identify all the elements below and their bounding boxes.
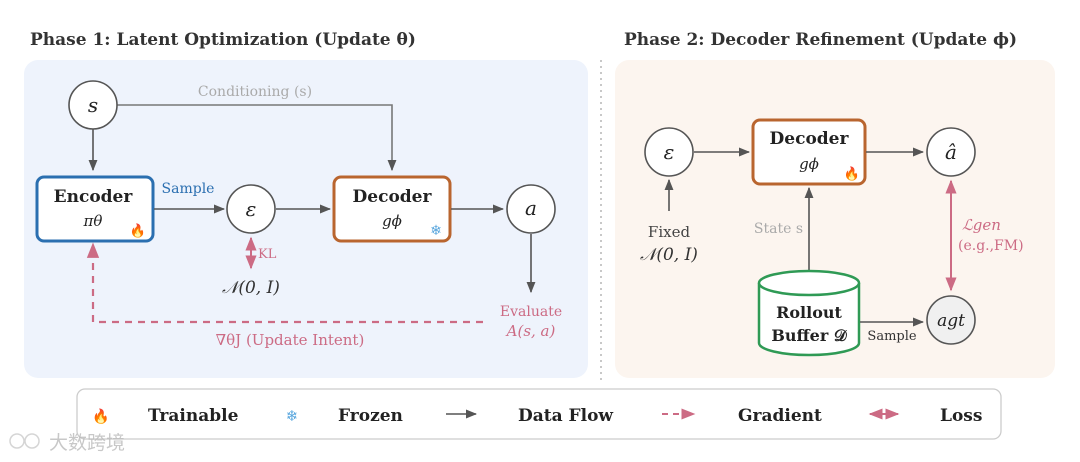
state-node <box>68 80 118 130</box>
ground-truth-action-label: agt <box>937 311 965 331</box>
conditioning-label: Conditioning (s) <box>198 84 312 100</box>
phase1-panel <box>24 60 588 378</box>
kl-label: KL <box>258 247 277 262</box>
decoder-snowflake-icon: ❄ <box>430 223 442 239</box>
predicted-action-label: â <box>945 140 957 164</box>
p2-latent-node-label: ε <box>664 140 675 164</box>
gradient-label: ∇θJ (Update Intent) <box>216 331 365 349</box>
phase2-title: Phase 2: Decoder Refinement (Update ϕ) <box>624 30 1017 50</box>
legend-trainable: Trainable <box>148 406 239 426</box>
legend-frozen: Frozen <box>338 406 403 426</box>
decoder-box <box>332 175 452 243</box>
legend-data-flow: Data Flow <box>518 406 613 426</box>
legend-loss: Loss <box>940 406 982 426</box>
evaluate-label: Evaluate <box>500 304 562 320</box>
fixed-label: Fixed <box>648 223 691 241</box>
legend-box <box>76 388 1002 440</box>
encoder-fire-icon: 🔥 <box>130 223 146 239</box>
encoder-title: Encoder <box>54 187 134 207</box>
gradient-arrow <box>86 242 483 324</box>
action-node-label: a <box>525 196 537 220</box>
phase1-title: Phase 1: Latent Optimization (Update θ) <box>30 30 416 50</box>
buffer-line2: Buffer 𝒟 <box>771 326 847 345</box>
gen-loss-detail: (e.g.,FM) <box>958 238 1024 254</box>
p2-sample-label: Sample <box>867 329 916 344</box>
rollout-buffer <box>757 269 861 357</box>
buffer-line1: Rollout <box>776 303 842 322</box>
predicted-action-node <box>926 127 976 177</box>
sample-label: Sample <box>162 181 215 197</box>
action-node <box>506 184 556 234</box>
p2-decoder-fire-icon: 🔥 <box>844 166 860 182</box>
conditioning-arrow <box>117 104 397 172</box>
p2-prior-label: 𝒩(0, I) <box>640 245 698 265</box>
encoder-subtitle: πθ <box>83 212 103 230</box>
p2-decoder-title: Decoder <box>770 129 850 149</box>
latent-node <box>226 184 276 234</box>
p2-latent-node <box>644 127 694 177</box>
decoder-title: Decoder <box>353 187 433 207</box>
state-s-label: State s <box>754 221 803 237</box>
watermark-logo <box>9 433 40 449</box>
encoder-box <box>35 175 155 243</box>
decoder-subtitle: gϕ <box>382 212 402 230</box>
legend-gradient: Gradient <box>738 406 822 426</box>
legend-fire-icon: 🔥 <box>92 408 109 425</box>
ground-truth-action-node <box>926 295 976 345</box>
gen-loss-name: ℒgen <box>962 216 1001 234</box>
watermark-text: 大数跨境 <box>49 432 125 454</box>
p2-decoder-subtitle: gϕ <box>799 155 819 173</box>
legend-snowflake-icon: ❄ <box>286 407 299 425</box>
latent-node-label: ε <box>246 197 257 221</box>
prior-label: 𝒩(0, I) <box>222 278 280 298</box>
evaluate-expression: A(s, a) <box>505 322 556 340</box>
state-node-label: s <box>88 93 98 117</box>
p2-decoder-box <box>751 118 867 186</box>
